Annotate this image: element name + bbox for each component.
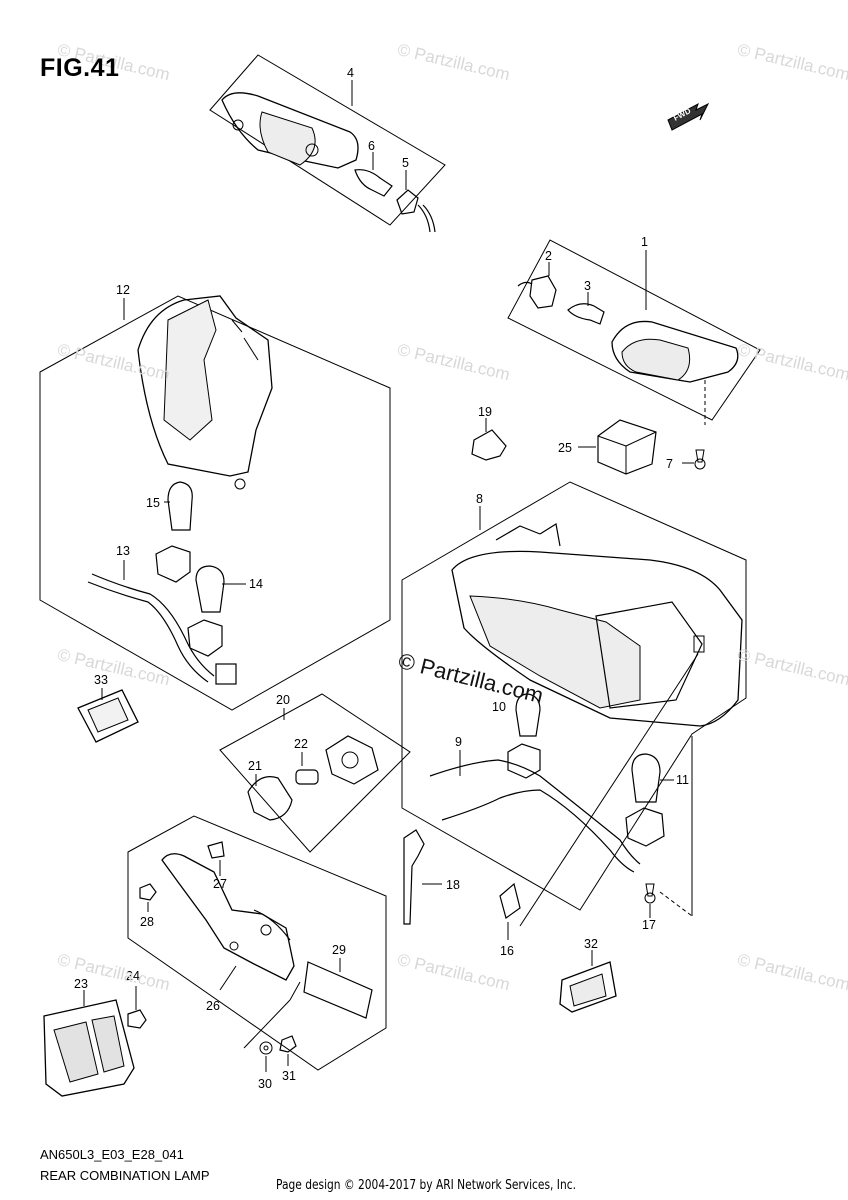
callout-2: 2: [545, 249, 552, 263]
callout-21: 21: [248, 759, 262, 773]
callout-13: 13: [116, 544, 130, 558]
callout-1: 1: [641, 235, 648, 249]
group-box-12: [39, 295, 391, 711]
figure-code: AN650L3_E03_E28_041: [40, 1147, 184, 1162]
figure-title: FIG.41: [40, 54, 120, 82]
callout-32: 32: [584, 937, 598, 951]
callout-26: 26: [206, 999, 220, 1013]
callout-25: 25: [558, 441, 572, 455]
callout-3: 3: [584, 279, 591, 293]
callout-8: 8: [476, 492, 483, 506]
callout-10: 10: [492, 700, 506, 714]
callout-16: 16: [500, 944, 514, 958]
group-box-26: [127, 815, 387, 1071]
group-box-4: [209, 54, 446, 226]
callout-5: 5: [402, 156, 409, 170]
callout-30: 30: [258, 1077, 272, 1091]
callout-18: 18: [446, 878, 460, 892]
callout-17: 17: [642, 918, 656, 932]
callout-12: 12: [116, 283, 130, 297]
figure-name: REAR COMBINATION LAMP: [40, 1168, 210, 1183]
callout-20: 20: [276, 693, 290, 707]
callout-4: 4: [347, 66, 354, 80]
page-credit: Page design © 2004-2017 by ARI Network S…: [276, 1178, 576, 1193]
callout-15: 15: [146, 496, 160, 510]
callout-14: 14: [249, 577, 263, 591]
callout-29: 29: [332, 943, 346, 957]
callout-6: 6: [368, 139, 375, 153]
relay-25: [597, 419, 657, 475]
reflector-32: [559, 961, 617, 1013]
callout-7: 7: [666, 457, 673, 471]
callout-27: 27: [213, 877, 227, 891]
group-box-1: [507, 239, 761, 421]
group-box-20: [219, 693, 411, 853]
group-box-8: [401, 481, 747, 911]
reflector-23: [43, 999, 135, 1097]
fwd-arrow: [667, 102, 710, 131]
callout-9: 9: [455, 735, 462, 749]
callout-31: 31: [282, 1069, 296, 1083]
callout-24: 24: [126, 969, 140, 983]
callout-19: 19: [478, 405, 492, 419]
callout-33: 33: [94, 673, 108, 687]
callout-22: 22: [294, 737, 308, 751]
pad-33: [77, 689, 139, 743]
callout-23: 23: [74, 977, 88, 991]
callout-28: 28: [140, 915, 154, 929]
callout-11: 11: [676, 773, 689, 787]
